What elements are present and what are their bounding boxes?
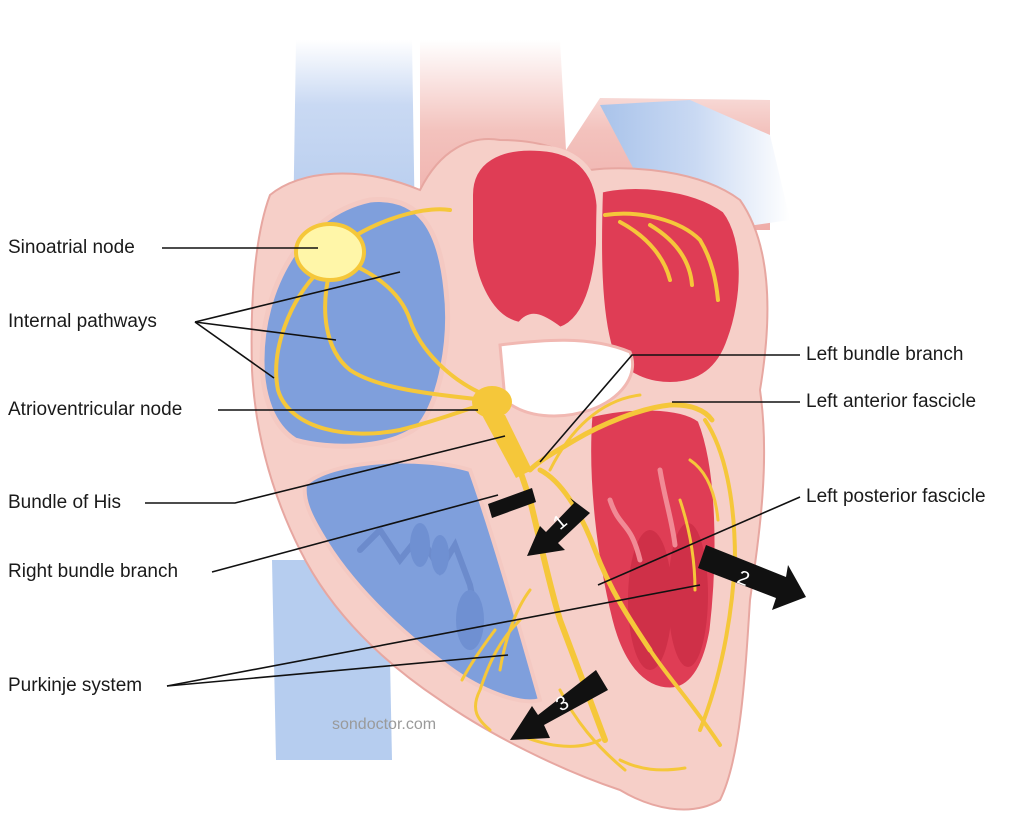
arrow-1: 1 — [527, 498, 590, 556]
leader-purkinje-system-2 — [166, 654, 509, 687]
arrow-3: 3 — [510, 670, 608, 740]
leader-purkinje-system-1 — [166, 584, 701, 687]
valve-area — [498, 338, 635, 418]
sinoatrial-node-shape — [294, 222, 366, 282]
label-bundle-of-his: Bundle of His — [8, 492, 122, 513]
label-left-bundle-branch: Left bundle branch — [806, 344, 964, 365]
leader-internal-pathways-3 — [194, 321, 275, 379]
conduction-system — [274, 207, 737, 772]
right-ventricle — [302, 459, 543, 704]
label-sinoatrial-node: Sinoatrial node — [8, 237, 135, 258]
leader-bundle-of-his — [145, 435, 506, 504]
watermark: sondoctor.com — [332, 716, 437, 733]
label-right-bundle-branch: Right bundle branch — [8, 561, 179, 582]
leader-internal-pathways-2 — [194, 321, 337, 341]
left-ventricle — [586, 405, 720, 693]
leader-left-posterior-fascicle — [597, 496, 801, 586]
label-left-anterior-fascicle: Left anterior fascicle — [806, 391, 977, 412]
arrow-2: 2 — [698, 545, 806, 610]
pulmonary-veins — [600, 100, 790, 230]
aortic-root — [467, 144, 604, 334]
leader-left-bundle-branch — [539, 354, 800, 463]
left-atrium — [596, 183, 745, 389]
atrioventricular-node-shape — [472, 386, 532, 478]
leader-right-bundle-branch — [211, 494, 499, 573]
label-atrioventricular-node: Atrioventricular node — [8, 399, 183, 420]
leader-internal-pathways-1 — [194, 271, 401, 323]
arrow-marker-bar — [488, 488, 536, 518]
leader-lines — [145, 247, 801, 687]
label-purkinje-system: Purkinje system — [8, 675, 143, 696]
label-left-posterior-fascicle: Left posterior fascicle — [806, 486, 986, 507]
label-internal-pathways: Internal pathways — [8, 311, 157, 332]
